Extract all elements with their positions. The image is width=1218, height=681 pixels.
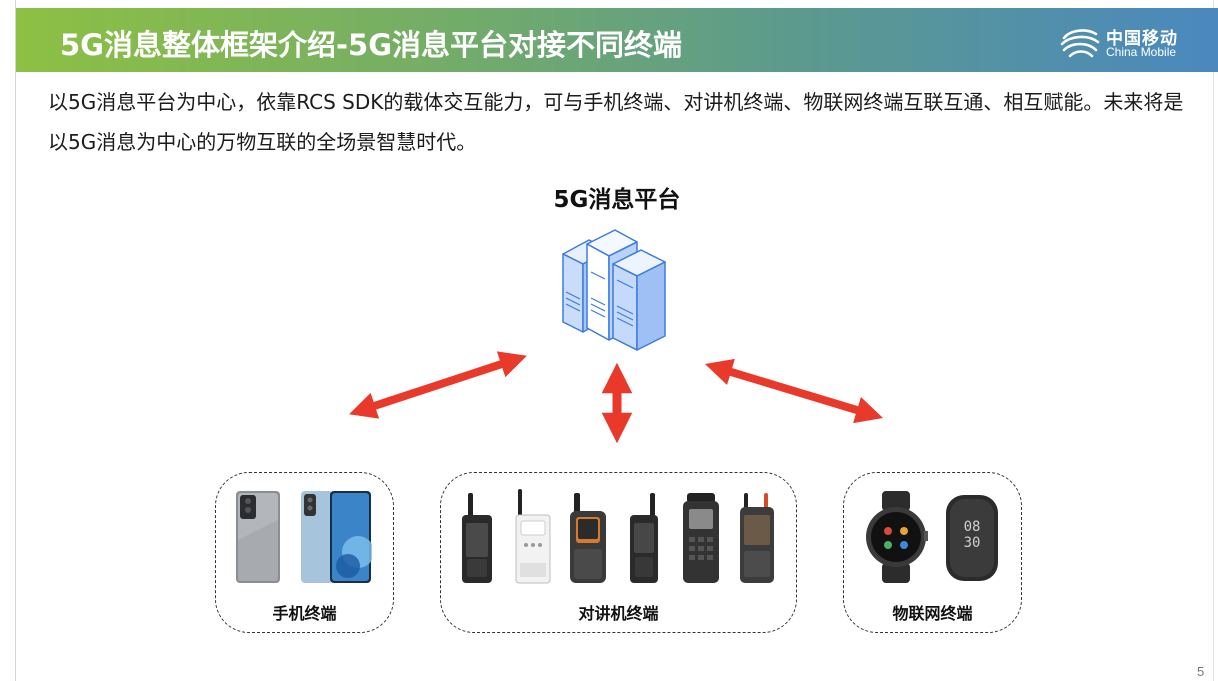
- smartwatch-icon: [866, 491, 928, 583]
- brand-logo: 中国移动 China Mobile: [1060, 24, 1210, 64]
- group-label-phones: 手机终端: [272, 604, 337, 623]
- group-label-walkie-talkies: 对讲机终端: [578, 604, 659, 623]
- smartphone-blue-icon: [301, 491, 372, 583]
- slide-right-border: [1213, 0, 1214, 681]
- walkie-talkie-keypad-icon: [683, 493, 719, 583]
- walkie-talkie-icon: [630, 493, 658, 583]
- intro-paragraph: 以5G消息平台为中心，依靠RCS SDK的载体交互能力，可与手机终端、对讲机终端…: [48, 90, 1184, 154]
- svg-text:08: 08: [964, 519, 981, 535]
- platform-label: 5G消息平台: [553, 187, 681, 213]
- arrow-to-iot: [704, 358, 884, 424]
- smartphone-gray-icon: [236, 491, 280, 583]
- group-phone-terminals: 手机终端: [215, 472, 394, 633]
- arrow-to-phones: [349, 351, 527, 419]
- group-walkie-talkie-terminals: 对讲机终端: [440, 472, 797, 633]
- smart-speaker-icon: 08 30: [946, 495, 998, 581]
- group-iot-terminals: 08 30 物联网终端: [843, 472, 1022, 633]
- walkie-talkie-icon: [462, 493, 492, 583]
- walkie-talkie-white-icon: [515, 489, 551, 584]
- svg-text:30: 30: [964, 535, 981, 551]
- group-label-iot: 物联网终端: [892, 604, 973, 623]
- brand-name-chinese: 中国移动: [1106, 29, 1178, 49]
- server-rack-icon: [562, 229, 666, 351]
- walkie-talkie-rugged-icon: [570, 493, 606, 583]
- china-mobile-logo-icon: [1060, 29, 1100, 58]
- slide-title: 5G消息整体框架介绍-5G消息平台对接不同终端: [60, 28, 682, 62]
- brand-name-english: China Mobile: [1106, 45, 1177, 59]
- slide-header: 5G消息整体框架介绍-5G消息平台对接不同终端 中国移动 China Mobil…: [16, 8, 1218, 72]
- slide-left-border: [15, 0, 16, 681]
- walkie-talkie-screen-icon: [740, 493, 774, 583]
- page-number: 5: [1197, 664, 1205, 679]
